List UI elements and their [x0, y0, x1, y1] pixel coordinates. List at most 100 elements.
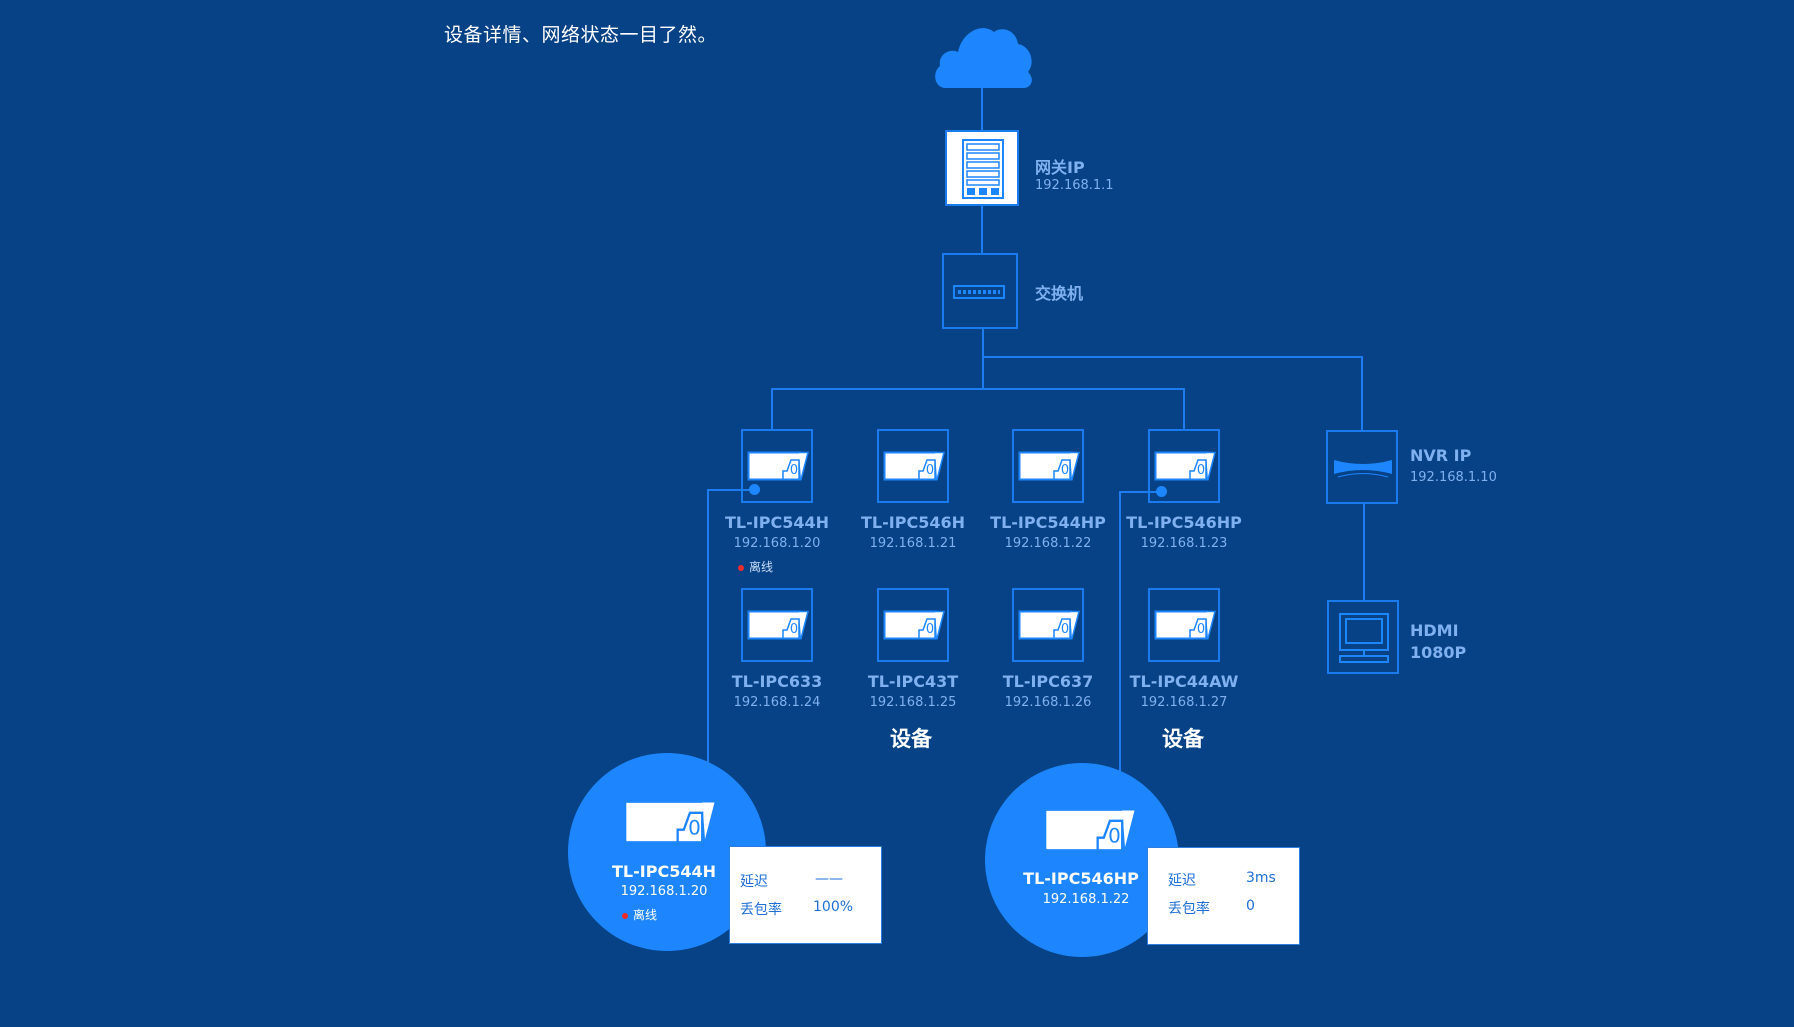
offline-dot-icon: [738, 564, 744, 571]
gateway-node[interactable]: [945, 130, 1019, 206]
switch-icon: [953, 285, 1005, 299]
camera-node[interactable]: 0: [1148, 429, 1220, 503]
camera-label: TL-IPC637 192.168.1.26: [983, 672, 1113, 710]
connector-camera-4: [1183, 388, 1185, 429]
camera-ip: 192.168.1.25: [869, 695, 957, 710]
camera-label: TL-IPC546H 192.168.1.21: [848, 513, 978, 551]
svg-text:0: 0: [790, 463, 798, 478]
camera-name: TL-IPC544HP: [990, 513, 1106, 532]
page-caption: 设备详情、网络状态一目了然。: [444, 24, 718, 46]
camera-ip: 192.168.1.26: [1004, 695, 1092, 710]
detail-popup-1: 延迟 —— 丢包率 100%: [729, 846, 882, 944]
gateway-ip: 192.168.1.1: [1035, 178, 1114, 193]
gateway-title: 网关IP: [1035, 158, 1085, 177]
camera-node[interactable]: 0: [741, 588, 813, 662]
svg-text:0: 0: [1061, 622, 1069, 637]
display-line1: HDMI: [1410, 621, 1459, 640]
detail-connector-1-v: [707, 489, 709, 764]
camera-name: TL-IPC633: [731, 672, 823, 691]
offline-dot-icon: [622, 912, 628, 919]
connector-switch-nvr-h: [982, 356, 1362, 358]
detail-camera-icon-1: 0: [622, 799, 718, 849]
svg-text:0: 0: [1061, 463, 1069, 478]
detail-ip-1: 192.168.1.20: [620, 884, 708, 899]
camera-node[interactable]: 0: [1148, 588, 1220, 662]
camera-icon: 0: [1154, 610, 1216, 640]
camera-node[interactable]: 0: [1012, 588, 1084, 662]
camera-node[interactable]: 0: [877, 429, 949, 503]
router-rack-icon: [962, 139, 1004, 199]
connector-camera-1: [771, 388, 773, 429]
svg-text:0: 0: [926, 622, 934, 637]
detail-offline-label-1: 离线: [633, 908, 658, 922]
camera-name: TL-IPC43T: [867, 672, 959, 691]
detail-offline-status-1: 离线: [622, 906, 657, 923]
camera-ip: 192.168.1.23: [1140, 536, 1228, 551]
camera-label: TL-IPC544H 192.168.1.20: [712, 513, 842, 551]
camera-node[interactable]: 0: [877, 588, 949, 662]
link-dot-1: [749, 484, 760, 495]
connector-switch-nvr-v: [1361, 356, 1363, 430]
svg-text:0: 0: [688, 816, 701, 839]
camera-node[interactable]: 0: [1012, 429, 1084, 503]
latency-value-2: 3ms: [1246, 870, 1276, 886]
switch-node[interactable]: [942, 253, 1018, 329]
detail-connector-2-v: [1119, 491, 1121, 771]
camera-icon: 0: [1154, 451, 1216, 481]
camera-label: TL-IPC633 192.168.1.24: [712, 672, 842, 710]
loss-label-2: 丢包率: [1168, 901, 1210, 917]
group-label-devices-1: 设备: [890, 727, 932, 751]
offline-label: 离线: [749, 560, 774, 574]
detail-popup-2: 延迟 3ms 丢包率 0: [1147, 847, 1300, 945]
detail-name-1: TL-IPC544H: [612, 862, 716, 881]
camera-name: TL-IPC44AW: [1129, 672, 1239, 691]
display-line2: 1080P: [1410, 643, 1467, 662]
switch-title: 交换机: [1035, 284, 1084, 303]
nvr-icon: [1334, 460, 1392, 478]
camera-ip: 192.168.1.20: [733, 536, 821, 551]
connector-cameras-h: [771, 388, 1185, 390]
detail-bubble-2[interactable]: [985, 763, 1179, 957]
connector-nvr-display: [1363, 504, 1365, 600]
camera-label: TL-IPC546HP 192.168.1.23: [1119, 513, 1249, 551]
camera-ip: 192.168.1.21: [869, 536, 957, 551]
camera-node[interactable]: 0: [741, 429, 813, 503]
camera-icon: 0: [883, 451, 945, 481]
camera-name: TL-IPC546H: [861, 513, 965, 532]
camera-name: TL-IPC546HP: [1126, 513, 1242, 532]
cloud-icon: [935, 28, 1032, 89]
nvr-node[interactable]: [1326, 430, 1398, 504]
loss-label-1: 丢包率: [740, 902, 782, 918]
display-node[interactable]: [1327, 600, 1399, 674]
monitor-icon: [1339, 613, 1389, 663]
svg-text:0: 0: [1197, 622, 1205, 637]
loss-value-2: 0: [1246, 898, 1255, 914]
latency-value-1: ——: [815, 871, 843, 887]
camera-icon: 0: [623, 799, 718, 845]
connector-cloud-gateway: [981, 88, 983, 130]
nvr-ip: 192.168.1.10: [1410, 470, 1497, 485]
camera-icon: 0: [883, 610, 945, 640]
camera-icon: 0: [1043, 807, 1138, 853]
svg-text:0: 0: [1108, 824, 1121, 847]
camera-icon: 0: [1018, 610, 1080, 640]
svg-text:0: 0: [1197, 463, 1205, 478]
camera-icon: 0: [747, 610, 809, 640]
nvr-title: NVR IP: [1410, 446, 1472, 465]
detail-name-2: TL-IPC546HP: [1023, 869, 1139, 888]
group-label-devices-2: 设备: [1162, 727, 1204, 751]
detail-connector-2-h: [1119, 491, 1161, 493]
camera-ip: 192.168.1.24: [733, 695, 821, 710]
link-dot-2: [1156, 486, 1167, 497]
loss-value-1: 100%: [813, 899, 854, 915]
camera-name: TL-IPC544H: [725, 513, 829, 532]
latency-label-1: 延迟: [740, 874, 768, 890]
camera-ip: 192.168.1.27: [1140, 695, 1228, 710]
detail-camera-icon-2: 0: [1042, 807, 1138, 857]
offline-status: 离线: [738, 558, 773, 575]
latency-label-2: 延迟: [1168, 873, 1196, 889]
connector-switch-down: [982, 329, 984, 390]
camera-name: TL-IPC637: [1002, 672, 1094, 691]
camera-icon: 0: [747, 451, 809, 481]
connector-gateway-switch: [981, 206, 983, 253]
